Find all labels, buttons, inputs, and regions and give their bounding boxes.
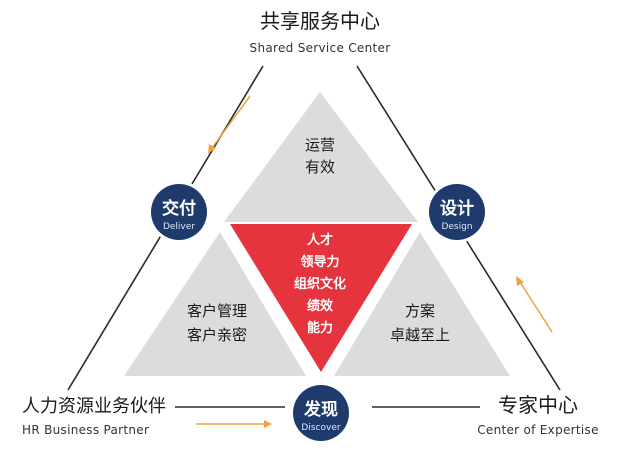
top-vertex-subtitle: Shared Service Center [250, 41, 391, 55]
design-node-subtitle: Design [441, 222, 472, 232]
center-text-leadership: 领导力 [300, 254, 339, 270]
design-node-title: 设计 [440, 198, 474, 219]
center-text-culture: 组织文化 [294, 276, 346, 292]
right-gray-triangle [334, 232, 510, 376]
center-text-performance: 绩效 [307, 298, 334, 314]
center-text-talent: 人才 [307, 232, 333, 248]
left-triangle-line-1: 客户管理 [187, 302, 247, 320]
discover-node: 发现 Discover [290, 382, 352, 444]
right-vertex-title: 专家中心 [498, 393, 578, 417]
center-text-capability: 能力 [307, 320, 333, 336]
right-vertex-subtitle: Center of Expertise [477, 423, 599, 437]
deliver-node-subtitle: Deliver [163, 222, 195, 232]
top-gray-triangle [224, 92, 418, 222]
deliver-node: 交付 Deliver [148, 181, 210, 243]
center-red-triangle [230, 224, 412, 372]
design-node: 设计 Design [426, 181, 488, 243]
deliver-node-title: 交付 [162, 198, 196, 219]
flow-arrow-bottom [196, 420, 272, 428]
top-triangle-line-1: 运营 [305, 136, 335, 154]
right-triangle-line-2: 卓越至上 [390, 326, 450, 344]
flow-arrow-top-left [208, 95, 251, 154]
top-vertex-title: 共享服务中心 [260, 9, 380, 33]
discover-node-subtitle: Discover [301, 423, 340, 433]
left-triangle-line-2: 客户亲密 [187, 326, 247, 344]
discover-node-title: 发现 [303, 399, 338, 420]
left-vertex-subtitle: HR Business Partner [22, 423, 149, 437]
right-triangle-line-1: 方案 [405, 302, 435, 320]
flow-arrow-right [516, 276, 553, 333]
left-gray-triangle [124, 232, 306, 376]
top-triangle-line-2: 有效 [305, 158, 335, 176]
left-vertex-title: 人力资源业务伙伴 [22, 396, 166, 417]
